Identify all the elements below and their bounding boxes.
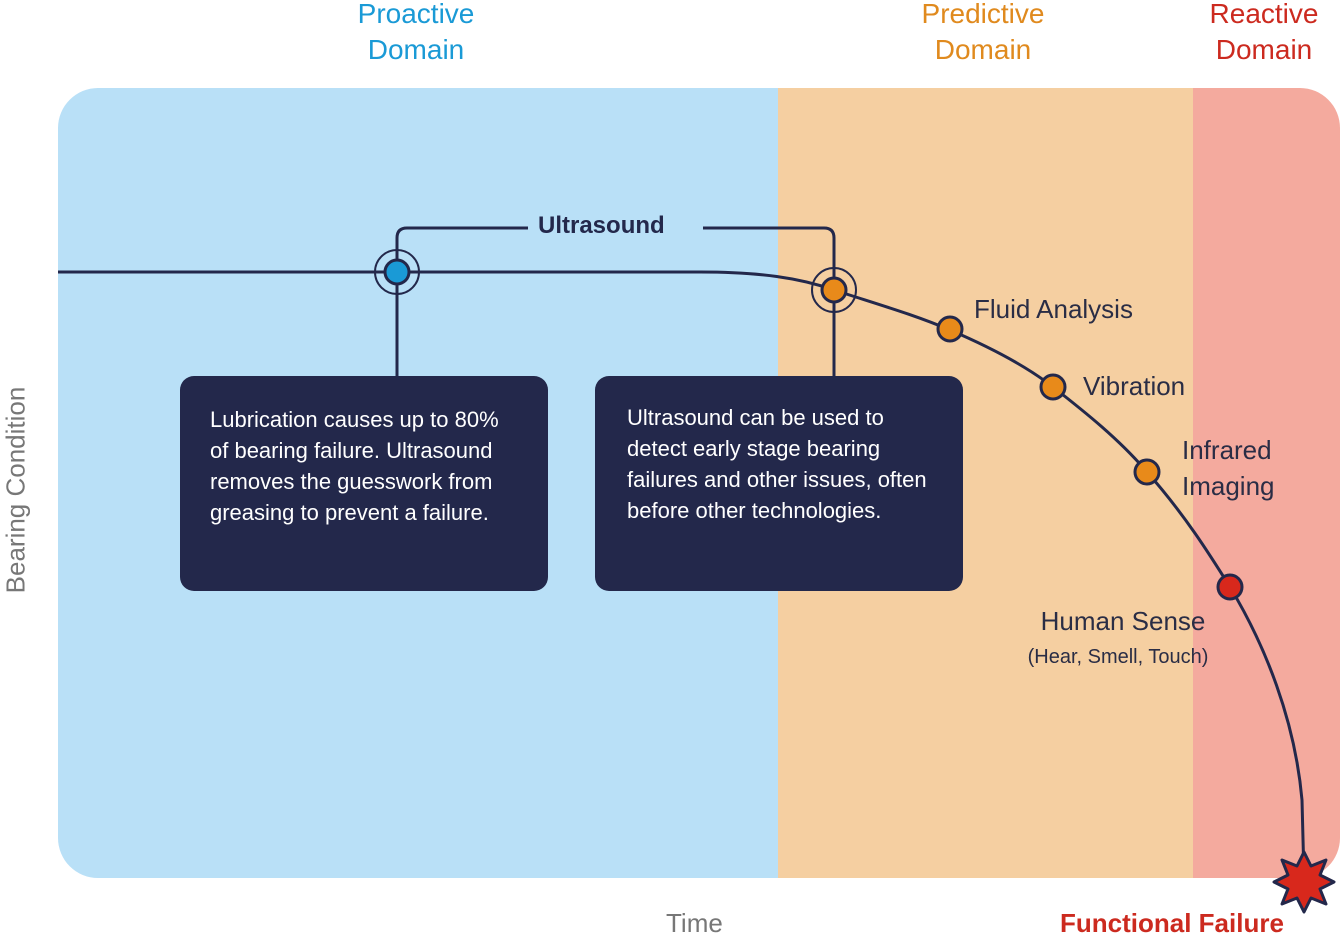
target-ring-predictive [811, 267, 857, 313]
lubrication-callout: Lubrication causes up to 80% of bearing … [180, 376, 548, 591]
predictive-domain-label: Predictive Domain [853, 0, 1113, 68]
ultrasound-bracket-label: Ultrasound [538, 212, 665, 239]
reactive-domain-line2: Domain [1215, 34, 1313, 65]
predictive-domain-line2: Domain [934, 34, 1032, 65]
failure-burst-icon [1272, 850, 1336, 914]
proactive-domain-label: Proactive Domain [286, 0, 546, 68]
fluid-analysis-point [936, 315, 964, 343]
ultrasound-point [820, 276, 848, 304]
infrared-line2: Imaging [1182, 471, 1275, 501]
x-axis-label: Time [666, 908, 723, 938]
reactive-band [1193, 88, 1340, 878]
vibration-label: Vibration [1083, 371, 1186, 401]
human-sense-point [1216, 573, 1244, 601]
predictive-domain-line1: Predictive [921, 0, 1045, 29]
fluid-analysis-label: Fluid Analysis [974, 294, 1133, 324]
vibration-point [1039, 373, 1067, 401]
infrared-imaging-label: Infrared Imaging [1182, 432, 1275, 504]
infrared-point [1133, 458, 1161, 486]
reactive-domain-line1: Reactive [1209, 0, 1319, 29]
y-axis-label: Bearing Condition [0, 386, 31, 594]
reactive-domain-label: Reactive Domain [1134, 0, 1340, 68]
proactive-domain-line2: Domain [367, 34, 465, 65]
target-ring-proactive [374, 249, 420, 295]
functional-failure-label: Functional Failure [1060, 908, 1284, 938]
ultrasound-callout: Ultrasound can be used to detect early s… [595, 376, 963, 591]
bracket-right-arm [703, 226, 836, 290]
proactive-point [383, 258, 411, 286]
human-sense-sublabel: (Hear, Smell, Touch) [1027, 646, 1209, 668]
human-sense-label: Human Sense [1040, 606, 1206, 636]
proactive-domain-line1: Proactive [357, 0, 475, 29]
bracket-left-arm [395, 226, 528, 272]
infrared-line1: Infrared [1182, 435, 1272, 465]
